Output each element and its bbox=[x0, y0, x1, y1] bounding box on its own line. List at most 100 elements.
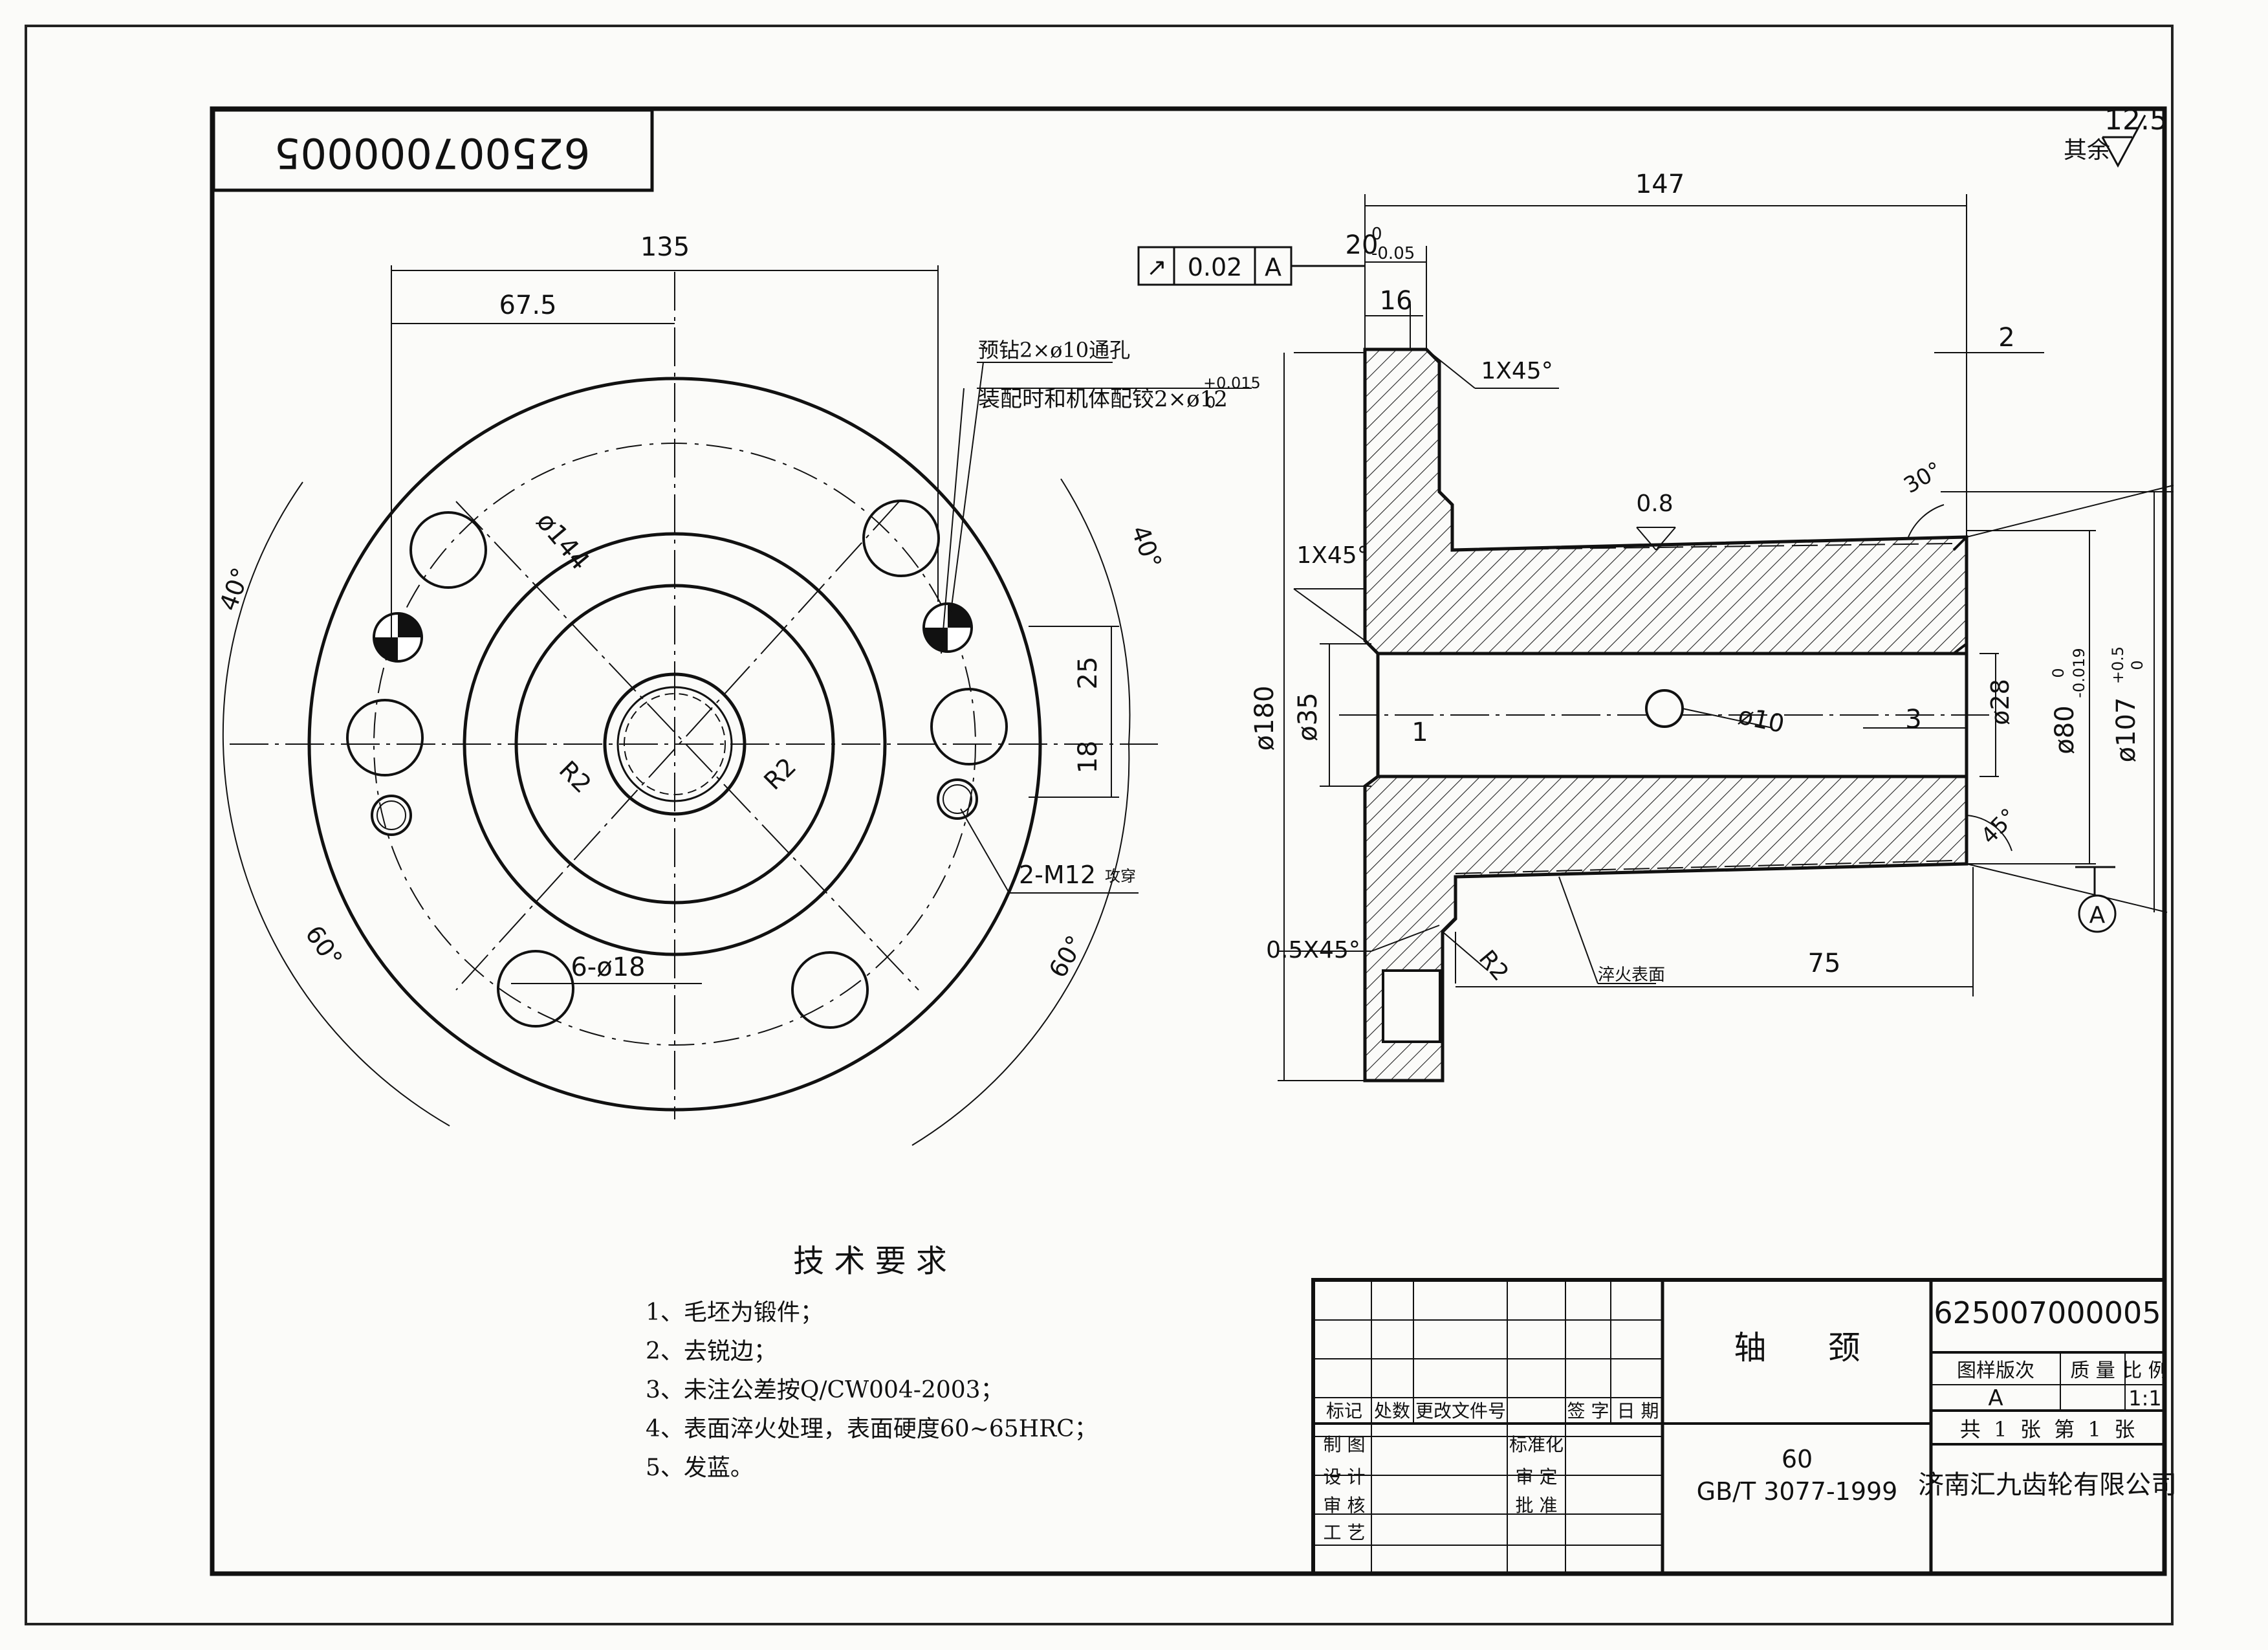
dim-67-5: 67.5 bbox=[499, 291, 556, 320]
role-left: 设 计 bbox=[1324, 1466, 1366, 1488]
section-lower bbox=[1363, 768, 1968, 1083]
rev-header: 更改文件号 bbox=[1415, 1400, 1506, 1422]
role-right: 标准化 bbox=[1509, 1434, 1564, 1455]
radial-hole bbox=[1645, 689, 1684, 728]
roughness-0-8: 0.8 bbox=[1636, 490, 1673, 517]
dim-80-tol-upper: 0 bbox=[2049, 668, 2067, 677]
quench-surface: 淬火表面 bbox=[1598, 965, 1665, 985]
dim-107-tol-lower: 0 bbox=[2128, 660, 2146, 670]
hdr-scale: 比 例 bbox=[2122, 1359, 2168, 1382]
dim-18: 18 bbox=[1073, 741, 1103, 774]
dim-75: 75 bbox=[1808, 949, 1841, 978]
hdr-version: 图样版次 bbox=[1957, 1359, 2034, 1382]
part-name: 轴 颈 bbox=[1734, 1329, 1860, 1367]
dim-35: ø35 bbox=[1293, 692, 1323, 741]
scale-value: 1:1 bbox=[2128, 1386, 2162, 1411]
dim-r2-left: R2 bbox=[554, 755, 597, 798]
bolt-pitch-circle bbox=[373, 443, 976, 1046]
dim-16: 16 bbox=[1380, 286, 1413, 316]
role-left: 工 艺 bbox=[1324, 1522, 1366, 1543]
angle-40-right: 40° bbox=[1126, 522, 1167, 572]
pin-note-line1: 预钻2×ø10通孔 bbox=[978, 338, 1130, 362]
dim-80: ø80 bbox=[2050, 705, 2080, 754]
bore-outer-circle bbox=[603, 672, 747, 816]
bolt-hole bbox=[497, 950, 574, 1028]
dim-1: 1 bbox=[1412, 718, 1428, 747]
chamfer-bottom: 0.5X45° bbox=[1266, 937, 1360, 963]
dim-3: 3 bbox=[1905, 705, 1921, 734]
angle-60-left: 60° bbox=[300, 920, 348, 972]
bolt-hole bbox=[930, 688, 1008, 765]
role-right: 批 准 bbox=[1516, 1495, 1558, 1516]
pin-note-tol-lower: 0 bbox=[1206, 393, 1216, 412]
gtol-value: 0.02 bbox=[1188, 253, 1243, 281]
dim-20-tol-lower: -0.05 bbox=[1371, 244, 1415, 263]
role-right: 审 定 bbox=[1516, 1466, 1558, 1488]
material-standard: GB/T 3077-1999 bbox=[1697, 1477, 1898, 1506]
chamfer-left: 1X45° bbox=[1296, 542, 1368, 569]
sheet-count: 共 1 张 第 1 张 bbox=[1960, 1417, 2135, 1442]
hdr-weight: 质 量 bbox=[2070, 1359, 2115, 1382]
drawing-number: 625007000005 bbox=[1934, 1295, 2161, 1330]
tech-requirements: 技 术 要 求 1、毛坯为锻件； 2、去锐边； 3、未注公差按Q/CW004-2… bbox=[646, 1243, 1098, 1481]
bolt-hole bbox=[791, 951, 869, 1029]
threaded-hole bbox=[376, 800, 406, 830]
threaded-hole bbox=[371, 795, 412, 836]
section-view-labels: 147 20 0 -0.05 16 2 1X45° 1X45° 0.5X45° … bbox=[1146, 170, 2146, 986]
bore-thread-circle bbox=[624, 693, 726, 795]
inner-border bbox=[210, 106, 2167, 1576]
holes-6-18: 6-ø18 bbox=[571, 952, 645, 982]
gtol-symbol-icon: ↗ bbox=[1146, 253, 1167, 281]
m12-note: 攻穿 bbox=[1105, 867, 1136, 885]
pin-hole-mark-left bbox=[373, 612, 423, 663]
angle-30: 30° bbox=[1899, 457, 1946, 499]
title-block bbox=[1311, 1278, 2166, 1576]
outer-border bbox=[25, 25, 2174, 1625]
gtol-frame bbox=[1137, 246, 1365, 286]
pin-note-line2: 装配时和机体配铰2×ø12 bbox=[978, 386, 1228, 412]
dim-25: 25 bbox=[1073, 657, 1103, 690]
dim-20-tol-upper: 0 bbox=[1371, 225, 1382, 244]
angle-60-right: 60° bbox=[1043, 930, 1090, 982]
front-view bbox=[222, 265, 1252, 1146]
threaded-hole bbox=[943, 784, 972, 814]
flange-slot bbox=[1382, 969, 1441, 1043]
roughness-symbol: 其余 12.5 bbox=[2064, 104, 2168, 168]
tech-req-item: 2、去锐边； bbox=[646, 1338, 777, 1365]
tech-req-item: 1、毛坯为锻件； bbox=[646, 1299, 823, 1326]
dim-107-tol-upper: +0.5 bbox=[2109, 646, 2127, 684]
dim-147: 147 bbox=[1635, 170, 1685, 199]
gtol-datum: A bbox=[1265, 253, 1281, 281]
rev-header: 标记 bbox=[1326, 1400, 1362, 1422]
bolt-hole bbox=[346, 699, 424, 776]
section-view bbox=[1137, 194, 2174, 1083]
tech-req-item: 3、未注公差按Q/CW004-2003； bbox=[646, 1377, 1004, 1403]
dim-80-tol-lower: -0.019 bbox=[2070, 648, 2088, 698]
rotated-number-box: 625007000005 bbox=[212, 108, 654, 192]
dim-r2-section: R2 bbox=[1474, 945, 1514, 986]
dim-20: 20 bbox=[1346, 230, 1379, 260]
bore-inner-circle bbox=[616, 686, 733, 802]
section-upper bbox=[1363, 347, 1968, 655]
bolt-hole bbox=[862, 500, 940, 577]
datum-a-label: A bbox=[2089, 902, 2106, 929]
version-value: A bbox=[1988, 1385, 2003, 1411]
datum-a bbox=[2075, 866, 2117, 933]
angle-40-left: 40° bbox=[214, 564, 256, 614]
tech-req-item: 4、表面淬火处理，表面硬度60~65HRC； bbox=[646, 1416, 1098, 1442]
dim-135: 135 bbox=[640, 232, 690, 262]
rev-header: 日 期 bbox=[1617, 1400, 1659, 1422]
threaded-hole bbox=[937, 778, 978, 820]
rotated-drawing-number: 625007000005 bbox=[274, 128, 591, 176]
hub-chamfer-circle bbox=[514, 584, 835, 905]
rev-header: 签 字 bbox=[1567, 1400, 1609, 1422]
flange-outer-circle bbox=[307, 377, 1042, 1112]
material: 60 bbox=[1782, 1445, 1813, 1473]
title-block-text: 标记 处数 更改文件号 签 字 日 期 制 图 设 计 审 核 工 艺 标准化 … bbox=[1324, 1295, 2177, 1543]
role-left: 制 图 bbox=[1324, 1434, 1366, 1455]
tech-req-title: 技 术 要 求 bbox=[793, 1243, 947, 1279]
pin-hole-mark-right bbox=[922, 602, 973, 653]
role-left: 审 核 bbox=[1324, 1495, 1366, 1516]
roughness-label: 其余 bbox=[2064, 137, 2110, 164]
